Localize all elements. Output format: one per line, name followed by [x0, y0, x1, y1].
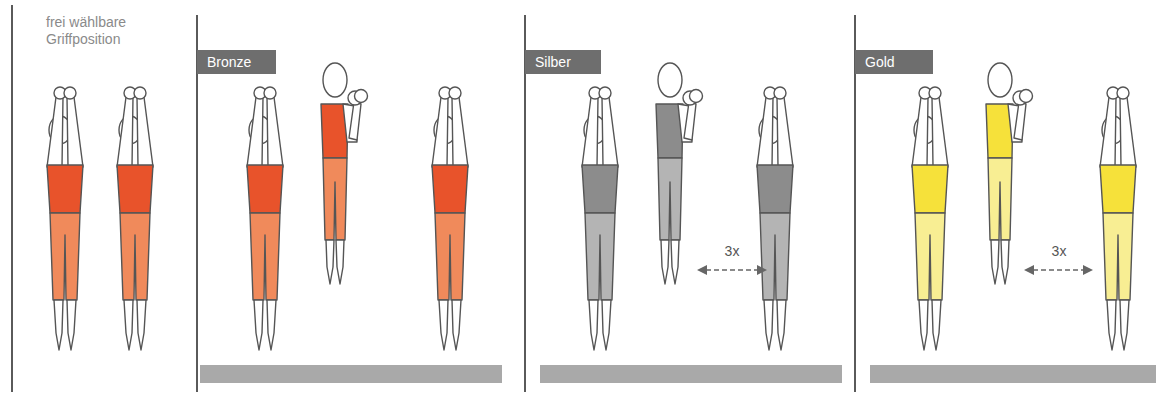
bent-arm-figure — [656, 63, 703, 284]
note-text: frei wählbare Griffposition — [46, 14, 150, 48]
divider-line — [11, 5, 13, 392]
hanging-figure — [432, 87, 468, 350]
level-badge: Silber — [525, 50, 601, 74]
hanging-figure — [1100, 87, 1136, 350]
hanging-figure — [582, 87, 618, 350]
level-badge: Gold — [855, 50, 933, 74]
bent-arm-figure — [986, 63, 1033, 284]
hanging-figure — [47, 87, 83, 350]
level-badge: Bronze — [197, 50, 276, 74]
hanging-figure — [757, 87, 793, 350]
floor-bar — [540, 365, 842, 383]
repeat-arrow — [1024, 265, 1093, 275]
floor-bar — [870, 365, 1156, 383]
level-name: Bronze — [207, 54, 251, 70]
repeat-count: 3x — [723, 243, 742, 260]
hanging-figure — [247, 87, 283, 350]
hanging-figure — [912, 87, 948, 350]
hanging-figure — [117, 87, 153, 350]
bent-arm-figure — [321, 63, 368, 284]
level-name: Gold — [865, 54, 895, 70]
floor-bar — [200, 365, 502, 383]
level-name: Silber — [535, 54, 571, 70]
repeat-count: 3x — [1050, 243, 1069, 260]
repeat-arrow — [697, 265, 767, 275]
